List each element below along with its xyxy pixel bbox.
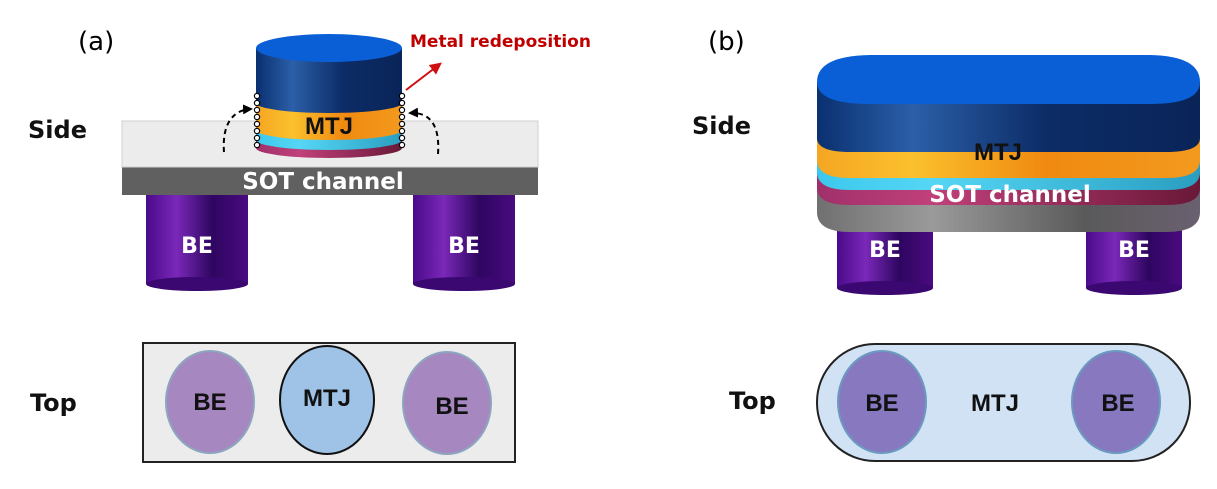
mtj-stack: MTJ SOT channel bbox=[817, 55, 1200, 232]
mtj-label: MTJ bbox=[305, 113, 353, 140]
annotation-arrow bbox=[405, 62, 442, 91]
redeposition-dots-right bbox=[398, 92, 406, 149]
mtj-pillar: MTJ bbox=[256, 34, 402, 158]
top-be-circle-right bbox=[1071, 350, 1161, 454]
sot-channel-label: SOT channel bbox=[242, 169, 404, 195]
panel-b: (b) Side BE BE MTJ SOT channel Top B bbox=[692, 27, 1200, 462]
be-label: BE bbox=[865, 390, 898, 417]
be-label: BE bbox=[181, 234, 213, 259]
sot-channel-label: SOT channel bbox=[929, 182, 1091, 208]
metal-redeposition-annotation: Metal redeposition bbox=[410, 32, 591, 52]
be-label: BE bbox=[1101, 390, 1134, 417]
redeposition-dots-left bbox=[253, 92, 261, 149]
top-mtj-circle bbox=[279, 345, 375, 455]
be-label: BE bbox=[193, 389, 226, 416]
side-view-label: Side bbox=[692, 112, 751, 140]
panel-label: (a) bbox=[78, 27, 114, 57]
bottom-electrode-left: BE bbox=[837, 228, 933, 295]
top-be-circle-left bbox=[837, 350, 927, 454]
be-label: BE bbox=[869, 238, 901, 263]
top-be-circle-right bbox=[402, 351, 492, 455]
side-view-label: Side bbox=[28, 116, 87, 144]
top-view-label: Top bbox=[30, 389, 77, 417]
bottom-electrode-left: BE bbox=[146, 192, 248, 291]
panel-label: (b) bbox=[708, 27, 745, 57]
bottom-electrode-right: BE bbox=[1086, 228, 1182, 295]
be-label: BE bbox=[448, 234, 480, 259]
mtj-label: MTJ bbox=[974, 139, 1022, 166]
bottom-electrode-right: BE bbox=[413, 192, 515, 291]
be-label: BE bbox=[435, 393, 468, 420]
top-electrode-cap bbox=[817, 55, 1200, 104]
mtj-label: MTJ bbox=[303, 385, 351, 412]
top-view-label: Top bbox=[729, 387, 776, 415]
panel-a: (a) Side BE BE SOT channel MTJ bbox=[28, 27, 591, 463]
be-label: BE bbox=[1118, 238, 1150, 263]
top-be-circle-left bbox=[165, 350, 255, 454]
top-electrode-cap bbox=[256, 34, 402, 62]
sot-channel bbox=[122, 167, 538, 195]
mtj-label: MTJ bbox=[971, 390, 1019, 417]
